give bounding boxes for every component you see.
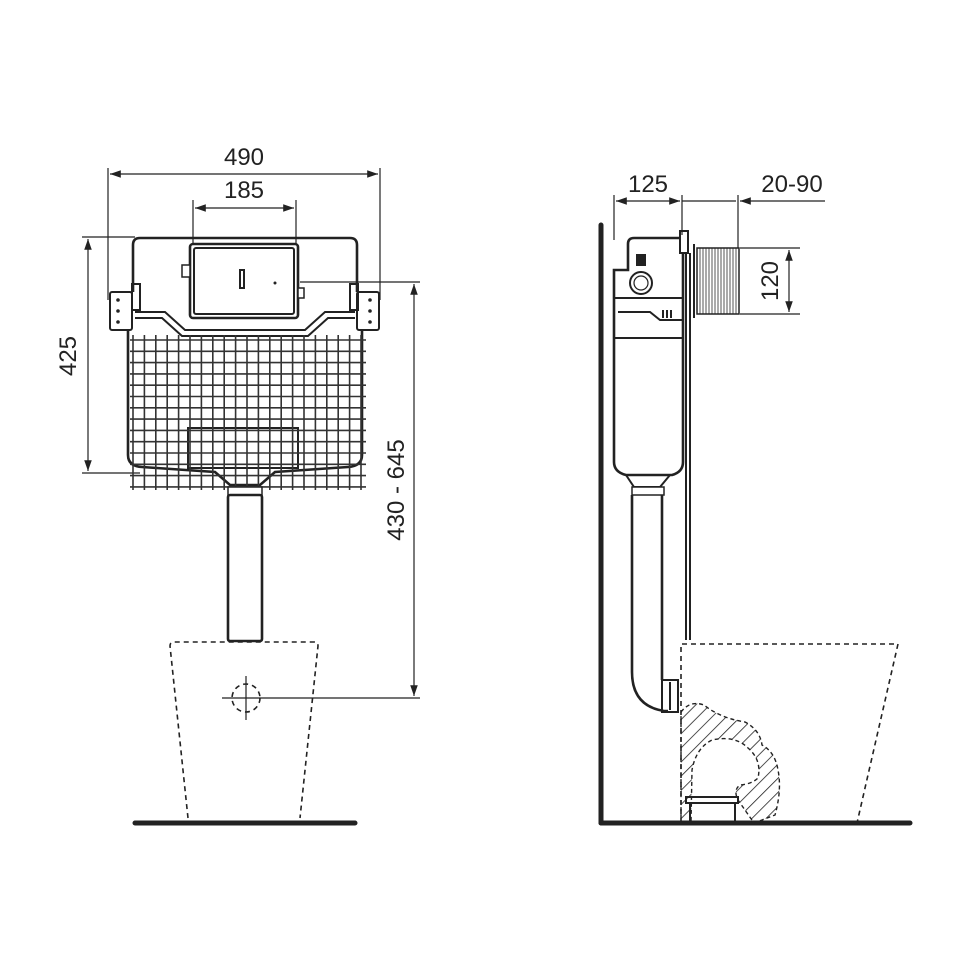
- dimension-overall-width: 490: [107, 144, 381, 300]
- label-20-90: 20-90: [761, 171, 822, 198]
- flush-pipe-front: [226, 486, 264, 643]
- label-120: 120: [757, 261, 784, 301]
- flush-opening-ribbed: [693, 244, 740, 318]
- flush-pipe-side: [630, 495, 679, 713]
- dimension-outlet-height: 430 - 645: [300, 281, 420, 696]
- label-425: 425: [55, 336, 82, 376]
- cistern-side: [612, 230, 691, 640]
- mesh-grid: [130, 335, 366, 490]
- front-view: 490 185 425 430 - 645: [55, 144, 420, 826]
- wc-pan-front: [169, 641, 420, 819]
- cistern-housing: [109, 236, 380, 337]
- dimension-flush-plate-width: 185: [192, 177, 297, 245]
- label-430-645: 430 - 645: [383, 439, 410, 540]
- dimension-cistern-depth: 125: [613, 171, 683, 240]
- dimension-wall-thickness: 20-90: [682, 171, 825, 248]
- label-125: 125: [628, 171, 668, 198]
- wc-pan-side: [680, 643, 900, 824]
- dimension-flush-opening-height: 120: [740, 247, 800, 315]
- dimension-cistern-height: 425: [55, 236, 140, 474]
- cistern-tank: [126, 330, 366, 490]
- label-490: 490: [224, 144, 264, 171]
- label-185: 185: [224, 177, 264, 204]
- side-view: 125 20-90 120: [598, 171, 913, 826]
